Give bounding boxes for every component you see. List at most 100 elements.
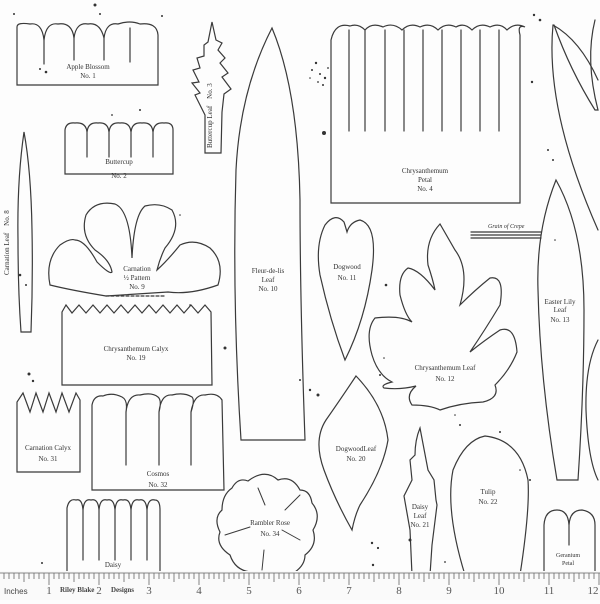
pattern-sub: Leaf <box>553 306 567 314</box>
pattern-number: No. 1 <box>80 72 96 80</box>
pattern-name: DogwoodLeaf <box>335 445 377 453</box>
pattern-sub: Petal <box>418 176 432 184</box>
fleur-de-lis-leaf-label: Fleur-de-lis Leaf No. 10 <box>252 267 285 294</box>
carnation-shape <box>48 202 221 297</box>
pattern-name: Chrysanthemum Leaf <box>414 364 476 372</box>
pattern-number: No. 20 <box>346 455 366 463</box>
pattern-number: No. 32 <box>148 481 168 489</box>
daisy-leaf-shape <box>403 425 438 576</box>
cosmos-shape <box>91 393 225 491</box>
apple-blossom-shape <box>16 21 159 86</box>
ruler-unit-label: Inches <box>4 587 28 596</box>
carnation-label: Carnation ½ Pattern No. 9 <box>123 265 151 292</box>
pattern-number: No. 2 <box>111 172 127 180</box>
ruler-number: 9 <box>446 585 452 597</box>
chrysanthemum-leaf-label: Chrysanthemum Leaf No. 12 <box>415 364 476 384</box>
grain-lines <box>470 231 542 239</box>
ruler-number: 12 <box>587 585 599 597</box>
cosmos-label: Cosmos No. 32 <box>147 470 170 490</box>
pattern-number: No. 9 <box>129 283 145 291</box>
pattern-name: Buttercup <box>105 158 133 166</box>
ruler-number: 4 <box>196 585 202 597</box>
dogwood-leaf-label: DogwoodLeaf No. 20 <box>336 445 376 464</box>
carnation-leaf-label: Carnation Leaf No. 8 <box>3 210 11 275</box>
right-edge-shape <box>585 339 599 481</box>
pattern-number: No. 22 <box>478 498 498 506</box>
pattern-number: No. 11 <box>337 274 357 282</box>
buttercup-shape <box>64 122 174 175</box>
pattern-number: No. 3 <box>206 83 214 99</box>
ruler-number: 1 <box>46 585 52 597</box>
pattern-name: Carnation Calyx <box>24 444 72 452</box>
daisy-leaf-label: Daisy Leaf No. 21 <box>410 503 429 530</box>
apple-blossom-label: Apple Blossom No. 1 <box>66 63 109 81</box>
geranium-petal-label: Geranium Petal <box>556 552 580 568</box>
chrysanthemum-calyx-shape <box>61 303 213 386</box>
ruler-brand-2: Designs <box>111 586 134 594</box>
pattern-name: Rambler Rose <box>250 519 290 527</box>
pattern-name: Chrysanthemum <box>401 167 449 175</box>
ruler-number: 8 <box>396 585 402 597</box>
pattern-name: Cosmos <box>146 470 170 478</box>
ruler-number: 2 <box>96 585 102 597</box>
pattern-number: No. 34 <box>260 530 280 538</box>
dogwood-shape <box>317 217 375 362</box>
dogwood-label: Dogwood No. 11 <box>333 263 361 283</box>
chrysanthemum-petal-label: Chrysanthemum Petal No. 4 <box>402 167 448 194</box>
pattern-sub: Leaf <box>261 276 275 284</box>
ruler-number: 3 <box>146 585 152 597</box>
carnation-calyx-shape <box>16 391 81 473</box>
pattern-number: No. 31 <box>38 455 58 463</box>
ruler-ticks <box>0 572 600 585</box>
pattern-name: Chrysanthemum Calyx <box>103 345 169 353</box>
tulip-label: Tulip No. 22 <box>478 488 497 507</box>
pattern-sub: ½ Pattern <box>123 274 151 282</box>
ruler-number: 10 <box>493 585 505 597</box>
pattern-sub: Petal <box>562 561 574 567</box>
ruler-brand-1: Riley Blake <box>60 586 95 594</box>
pattern-number: No. 10 <box>258 285 278 293</box>
ruler-number: 6 <box>296 585 302 597</box>
pattern-name: Tulip <box>480 488 496 496</box>
pattern-name: Daisy <box>411 503 429 511</box>
buttercup-leaf-shape <box>190 21 232 154</box>
chrysanthemum-petal-shape <box>330 24 526 204</box>
pattern-name: Dogwood <box>333 263 361 271</box>
pattern-name: Carnation Leaf <box>3 232 11 275</box>
pattern-name: Carnation <box>123 265 151 273</box>
top-right-leaf-shape <box>553 19 599 111</box>
top-right-stem-shape <box>551 24 599 231</box>
pattern-name: Geranium <box>556 553 580 559</box>
pattern-number: No. 21 <box>410 521 430 529</box>
pattern-name: Daisy <box>104 561 122 569</box>
buttercup-label: Buttercup No. 2 <box>105 158 133 181</box>
geranium-petal-shape <box>543 509 596 576</box>
carnation-leaf-shape <box>17 131 33 333</box>
pattern-sub: Leaf <box>413 512 427 520</box>
chrysanthemum-calyx-label: Chrysanthemum Calyx No. 19 <box>104 345 169 363</box>
pattern-name: Easter Lily <box>544 298 576 306</box>
dogwood-leaf-shape <box>318 375 389 532</box>
pattern-name: Apple Blossom <box>66 63 110 71</box>
daisy-label: Daisy <box>105 561 121 570</box>
ruler-number: 7 <box>346 585 352 597</box>
pattern-name: Buttercup Leaf <box>206 105 214 148</box>
pattern-number: No. 19 <box>126 354 146 362</box>
pattern-name: Fleur-de-lis <box>251 267 285 275</box>
rambler-rose-label: Rambler Rose No. 34 <box>250 519 290 539</box>
pattern-number: No. 12 <box>435 375 455 383</box>
ink-speckles <box>13 3 556 567</box>
ruler-number: 11 <box>543 585 555 597</box>
inch-ruler: Inches Riley Blake Designs 1 2 3 4 5 6 7… <box>0 571 600 600</box>
pattern-number: No. 8 <box>3 210 11 226</box>
pattern-number: No. 4 <box>417 185 433 193</box>
carnation-calyx-label: Carnation Calyx No. 31 <box>25 444 71 464</box>
grain-of-crepe-label: Grain of Crepe <box>488 224 525 230</box>
daisy-shape <box>66 499 161 573</box>
buttercup-leaf-label: Buttercup Leaf No. 3 <box>206 83 214 148</box>
pattern-number: No. 13 <box>550 316 570 324</box>
easter-lily-leaf-label: Easter Lily Leaf No. 13 <box>545 298 576 325</box>
rambler-rose-shape <box>216 473 318 573</box>
